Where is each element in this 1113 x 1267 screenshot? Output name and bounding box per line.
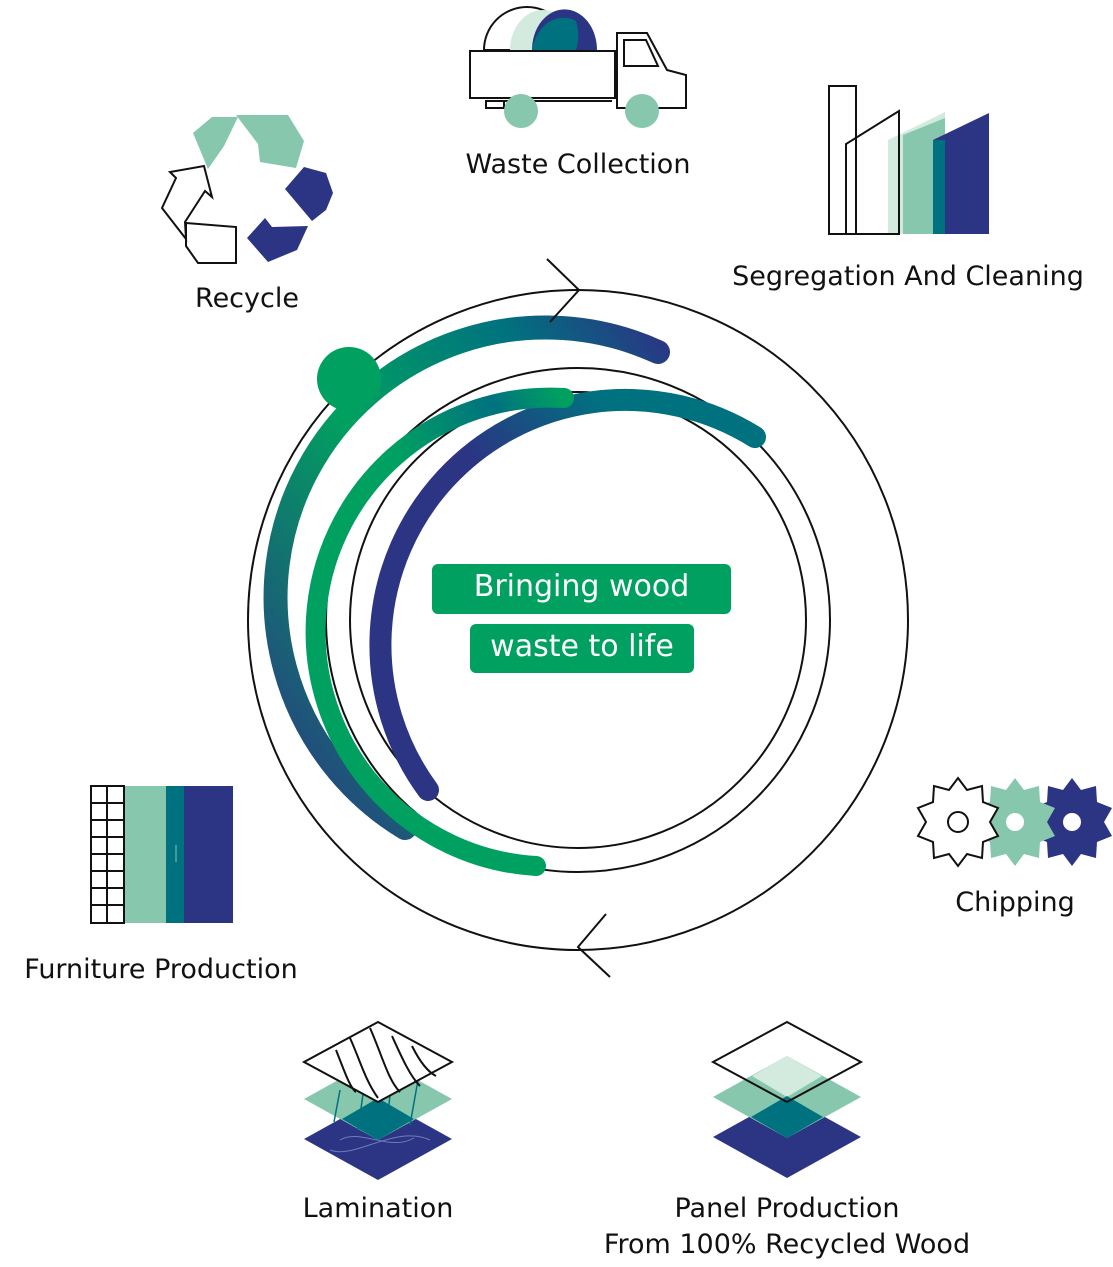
- label-recycle: Recycle: [195, 283, 299, 314]
- inner-ring: [349, 391, 807, 849]
- label-waste-collection: Waste Collection: [466, 149, 691, 180]
- laminate-layers-icon: [301, 1020, 455, 1180]
- label-panel-line1: Panel Production: [674, 1193, 899, 1224]
- label-lamination: Lamination: [303, 1193, 454, 1224]
- start-dot: [317, 347, 381, 411]
- arrow-head-left-icon: [576, 913, 611, 978]
- cycle-rings: [247, 258, 909, 978]
- outer-gradient-arc: [263, 315, 670, 840]
- arrow-head-right-icon: [546, 258, 581, 323]
- label-chipping: Chipping: [955, 887, 1075, 918]
- recycle-icon: [160, 115, 333, 264]
- center-title-line1-text: Bringing wood: [473, 569, 690, 604]
- furniture-panel-icon: [90, 785, 233, 924]
- label-furniture: Furniture Production: [24, 954, 297, 985]
- layers-icon: [710, 1020, 864, 1178]
- label-segregation: Segregation And Cleaning: [732, 261, 1084, 292]
- center-title-line2-text: waste to life: [490, 629, 674, 664]
- truck-icon: [469, 6, 687, 128]
- center-title-line1: Bringing wood: [432, 564, 731, 614]
- label-panel-line2: From 100% Recycled Wood: [604, 1229, 970, 1260]
- middle-gradient-arc: [369, 389, 766, 801]
- middle-ring: [325, 367, 831, 873]
- inner-gradient-arc: [305, 387, 574, 876]
- gears-icon: [916, 776, 1112, 868]
- buildings-icon: [828, 85, 989, 235]
- center-title-line2: waste to life: [470, 624, 694, 673]
